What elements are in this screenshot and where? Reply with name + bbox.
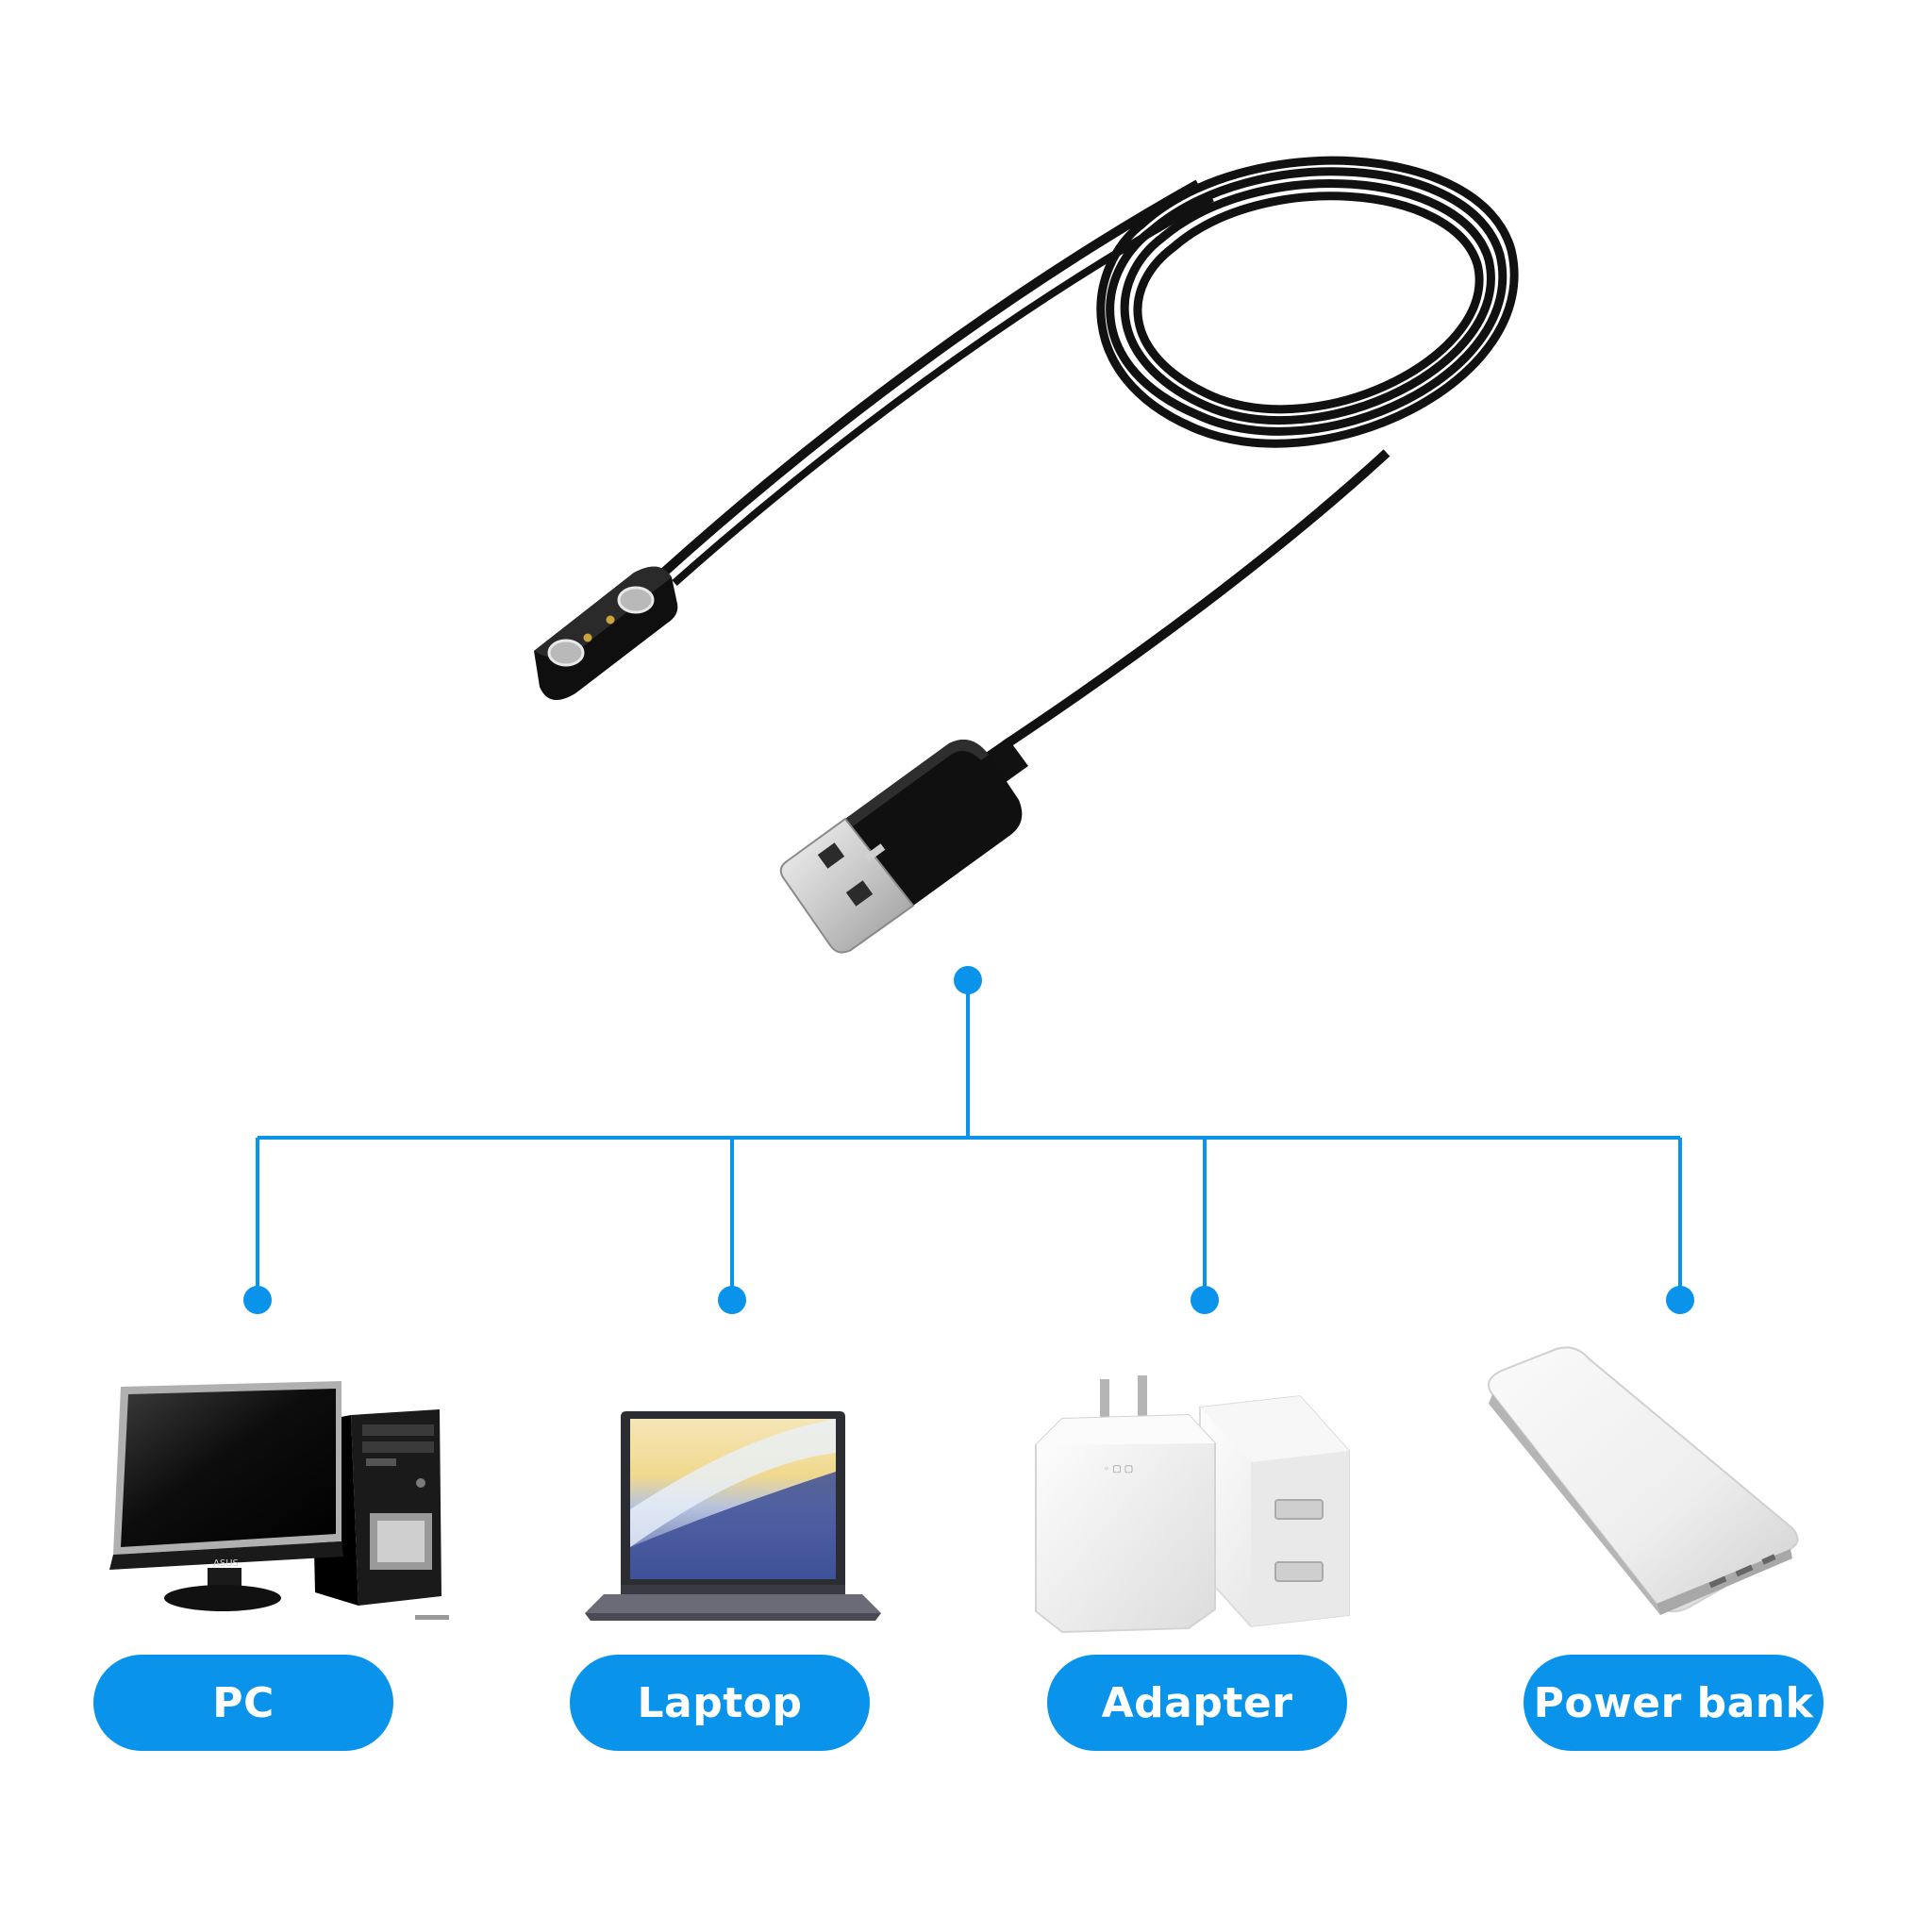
node-dot-powerbank <box>1666 1286 1694 1314</box>
monitor-brand-text: ASUS <box>213 1558 239 1569</box>
pc-label-text: PC <box>212 1678 275 1727</box>
node-dot-pc <box>243 1286 272 1314</box>
laptop-label: Laptop <box>570 1655 870 1751</box>
node-dot-laptop <box>718 1286 746 1314</box>
adapter-label: Adapter <box>1047 1655 1347 1751</box>
svg-text:◦ ▢ ▢: ◦ ▢ ▢ <box>1104 1464 1133 1474</box>
power-bank-label-text: Power bank <box>1533 1678 1814 1727</box>
magnetic-connector-icon <box>534 566 678 701</box>
wall-charger-icon: ◦ ▢ ▢ <box>1035 1375 1350 1634</box>
power-bank-label: Power bank <box>1524 1655 1824 1751</box>
node-dot-top <box>954 966 982 994</box>
pc-label: PC <box>93 1655 393 1751</box>
connector-tree <box>256 980 1682 1298</box>
power-bank-icon <box>1488 1346 1799 1615</box>
desktop-computer-icon: ASUS <box>109 1381 449 1620</box>
laptop-icon <box>585 1411 881 1621</box>
magnetic-usb-charging-cable-icon <box>534 156 1519 954</box>
node-dot-adapter <box>1191 1286 1219 1314</box>
adapter-label-text: Adapter <box>1101 1678 1293 1727</box>
usb-plug-icon <box>779 740 1023 954</box>
laptop-label-text: Laptop <box>637 1678 803 1727</box>
